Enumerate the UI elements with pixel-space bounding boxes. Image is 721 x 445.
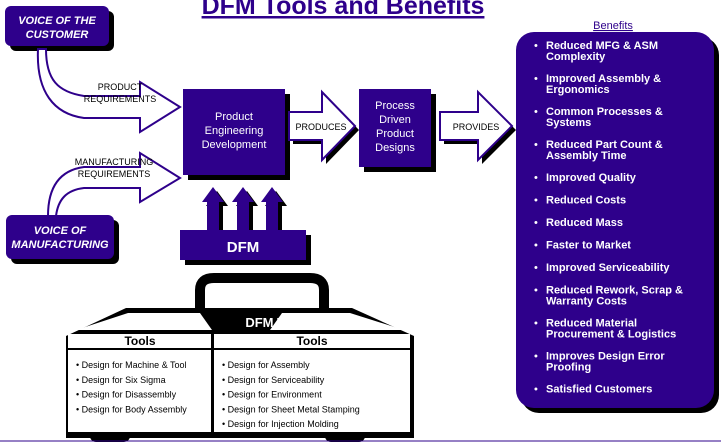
- benefit-item: Reduced Part Count &Assembly Time: [546, 139, 663, 162]
- produces-arrow: PRODUCES: [288, 89, 359, 164]
- benefit-item: Reduced Rework, Scrap &Warranty Costs: [546, 285, 683, 308]
- tool-item: • Design for Sheet Metal Stamping: [222, 404, 360, 414]
- manufacturing-requirements-label: MANUFACTURING REQUIREMENTS: [75, 157, 154, 179]
- voice-of-manufacturing-text-line: MANUFACTURING: [11, 239, 109, 251]
- dfm-up-arrows: [202, 187, 287, 236]
- manufacturing-requirements-label-line: MANUFACTURING: [75, 157, 154, 167]
- product-requirements-label-line: PRODUCT: [98, 82, 143, 92]
- product-requirements-label-line: REQUIREMENTS: [84, 94, 157, 104]
- tool-item: • Design for Injection Molding: [222, 419, 339, 429]
- bullet-icon: •: [534, 139, 538, 151]
- toolbox: DFM Toolbox Tools Tools • Design for Mac…: [66, 273, 414, 442]
- up-arrow: [261, 187, 283, 232]
- dfm-label: DFM: [227, 239, 260, 256]
- process-driven-text-line: Driven: [379, 114, 411, 126]
- process-driven-text-line: Designs: [375, 142, 415, 154]
- benefit-item: Reduced Mass: [546, 217, 623, 229]
- benefit-item: Improved Serviceability: [546, 262, 670, 274]
- voice-of-customer-text-line: CUSTOMER: [26, 29, 89, 41]
- bullet-icon: •: [534, 73, 538, 85]
- product-engineering-text-line: Engineering: [205, 125, 264, 137]
- up-arrow: [232, 187, 254, 232]
- tool-item: • Design for Machine & Tool: [76, 360, 187, 370]
- manufacturing-requirements-label-line: REQUIREMENTS: [78, 169, 151, 179]
- benefit-item: Improved Quality: [546, 172, 637, 184]
- voice-of-customer-text-line: VOICE OF THE: [18, 15, 96, 27]
- right-tools-header: Tools: [296, 334, 327, 348]
- voice-of-customer-box: VOICE OF THE CUSTOMER: [5, 6, 114, 51]
- bullet-icon: •: [534, 40, 538, 52]
- tool-item: • Design for Disassembly: [76, 390, 177, 400]
- svg-text:PROVIDES: PROVIDES: [453, 122, 500, 132]
- left-tools-header: Tools: [124, 334, 155, 348]
- voice-of-manufacturing-text-line: VOICE OF: [34, 225, 87, 237]
- up-arrow: [202, 187, 224, 232]
- manufacturing-requirements-arrow: MANUFACTURING REQUIREMENTS: [46, 151, 182, 217]
- voice-of-customer-text: VOICE OF THE CUSTOMER: [18, 15, 96, 41]
- bullet-icon: •: [534, 351, 538, 363]
- provides-arrow: PROVIDES: [439, 89, 516, 164]
- bullet-icon: •: [534, 217, 538, 229]
- svg-text:PRODUCES: PRODUCES: [295, 122, 346, 132]
- bullet-icon: •: [534, 172, 538, 184]
- voice-of-manufacturing-box: VOICE OF MANUFACTURING: [6, 215, 119, 264]
- benefits-header: Benefits: [593, 20, 633, 32]
- benefit-item: Satisfied Customers: [546, 384, 652, 396]
- bullet-icon: •: [534, 262, 538, 274]
- process-driven-text-line: Process: [375, 100, 415, 112]
- bullet-icon: •: [534, 240, 538, 252]
- product-requirements-label: PRODUCT REQUIREMENTS: [84, 82, 157, 104]
- tool-item: • Design for Environment: [222, 390, 322, 400]
- tool-item: • Design for Six Sigma: [76, 375, 166, 385]
- page-title: DFM Tools and Benefits: [202, 0, 485, 20]
- bullet-icon: •: [534, 106, 538, 118]
- process-driven-text-line: Product: [376, 128, 414, 140]
- tool-item: • Design for Serviceability: [222, 375, 325, 385]
- toolbox-title: DFM Toolbox: [245, 315, 327, 330]
- product-engineering-text-line: Development: [202, 139, 267, 151]
- bullet-icon: •: [534, 384, 538, 396]
- tool-item: • Design for Assembly: [222, 360, 310, 370]
- product-engineering-text-line: Product: [215, 111, 253, 123]
- product-requirements-arrow: PRODUCT REQUIREMENTS: [36, 48, 182, 134]
- voice-of-manufacturing-text: VOICE OF MANUFACTURING: [11, 225, 109, 251]
- dfm-label-box: DFM: [180, 230, 311, 265]
- benefit-item: Reduced Costs: [546, 195, 626, 207]
- benefit-item: Improved Assembly &Ergonomics: [546, 73, 661, 96]
- bullet-icon: •: [534, 285, 538, 297]
- bullet-icon: •: [534, 318, 538, 330]
- tool-item: • Design for Body Assembly: [76, 404, 187, 414]
- benefit-item: Common Processes &Systems: [546, 106, 663, 129]
- bullet-icon: •: [534, 195, 538, 207]
- benefit-item: Faster to Market: [546, 240, 631, 252]
